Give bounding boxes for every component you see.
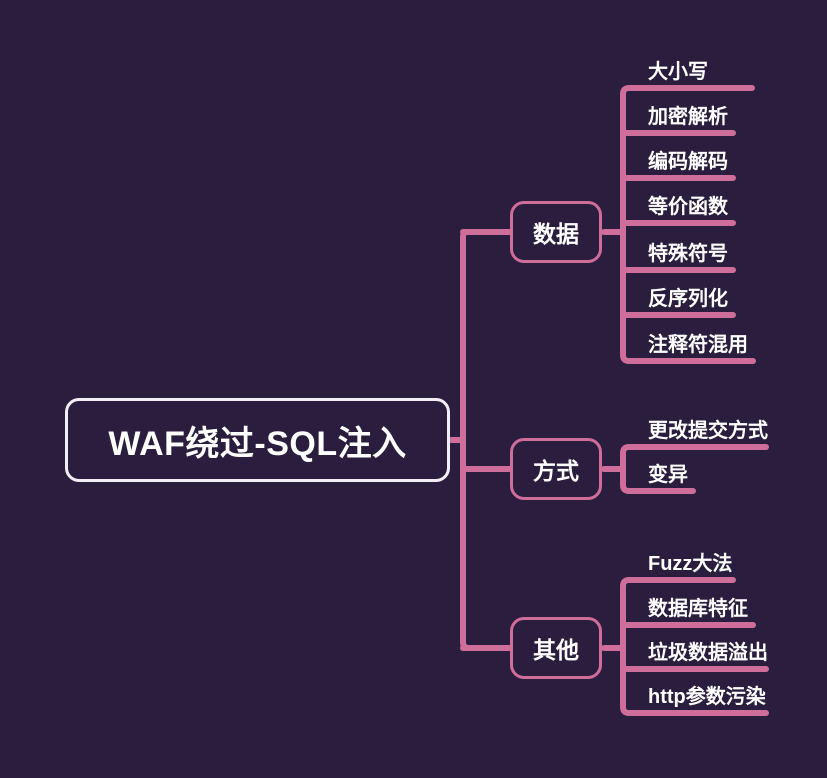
leaf-node-label: 加密解析 [648, 106, 728, 128]
leaf-node[interactable]: 等价函数 [648, 197, 728, 217]
leaf-node[interactable]: 大小写 [648, 62, 708, 82]
leaf-node-label: Fuzz大法 [648, 553, 733, 575]
leaf-node-label: 大小写 [648, 61, 708, 83]
edge-branch-2-spine [620, 444, 643, 494]
branch-node-label: 其他 [533, 637, 579, 663]
leaf-node[interactable]: 注释符混用 [648, 335, 748, 355]
leaf-node-label: 等价函数 [648, 196, 728, 218]
edge-branch-1-spine [620, 85, 643, 364]
leaf-node[interactable]: Fuzz大法 [648, 554, 732, 574]
leaf-node-label: 编码解码 [648, 151, 728, 173]
edge-root-spine [460, 229, 482, 651]
branch-node-other[interactable]: 其他 [510, 617, 602, 679]
leaf-node-label: http参数污染 [648, 686, 766, 708]
leaf-node-label: 变异 [648, 464, 688, 486]
leaf-node-label: 特殊符号 [648, 243, 728, 265]
branch-node-method[interactable]: 方式 [510, 438, 602, 500]
leaf-node[interactable]: 反序列化 [648, 289, 728, 309]
leaf-node[interactable]: 特殊符号 [648, 244, 728, 264]
branch-node-label: 数据 [533, 221, 579, 247]
root-node[interactable]: WAF绕过-SQL注入 [65, 398, 450, 482]
leaf-node[interactable]: 垃圾数据溢出 [648, 643, 768, 663]
leaf-node[interactable]: 更改提交方式 [648, 421, 768, 441]
leaf-node-label: 反序列化 [648, 288, 728, 310]
leaf-node[interactable]: 编码解码 [648, 152, 728, 172]
leaf-node[interactable]: 加密解析 [648, 107, 728, 127]
leaf-node[interactable]: http参数污染 [648, 687, 766, 707]
root-node-label: WAF绕过-SQL注入 [108, 424, 407, 463]
leaf-node[interactable]: 变异 [648, 465, 688, 485]
leaf-node-label: 注释符混用 [648, 334, 748, 356]
leaf-node-label: 垃圾数据溢出 [648, 642, 768, 664]
leaf-node[interactable]: 数据库特征 [648, 599, 748, 619]
branch-node-data[interactable]: 数据 [510, 201, 602, 263]
edge-branch-3-spine [620, 577, 643, 716]
leaf-node-label: 数据库特征 [648, 598, 748, 620]
branch-node-label: 方式 [533, 458, 579, 484]
leaf-node-label: 更改提交方式 [648, 420, 768, 442]
